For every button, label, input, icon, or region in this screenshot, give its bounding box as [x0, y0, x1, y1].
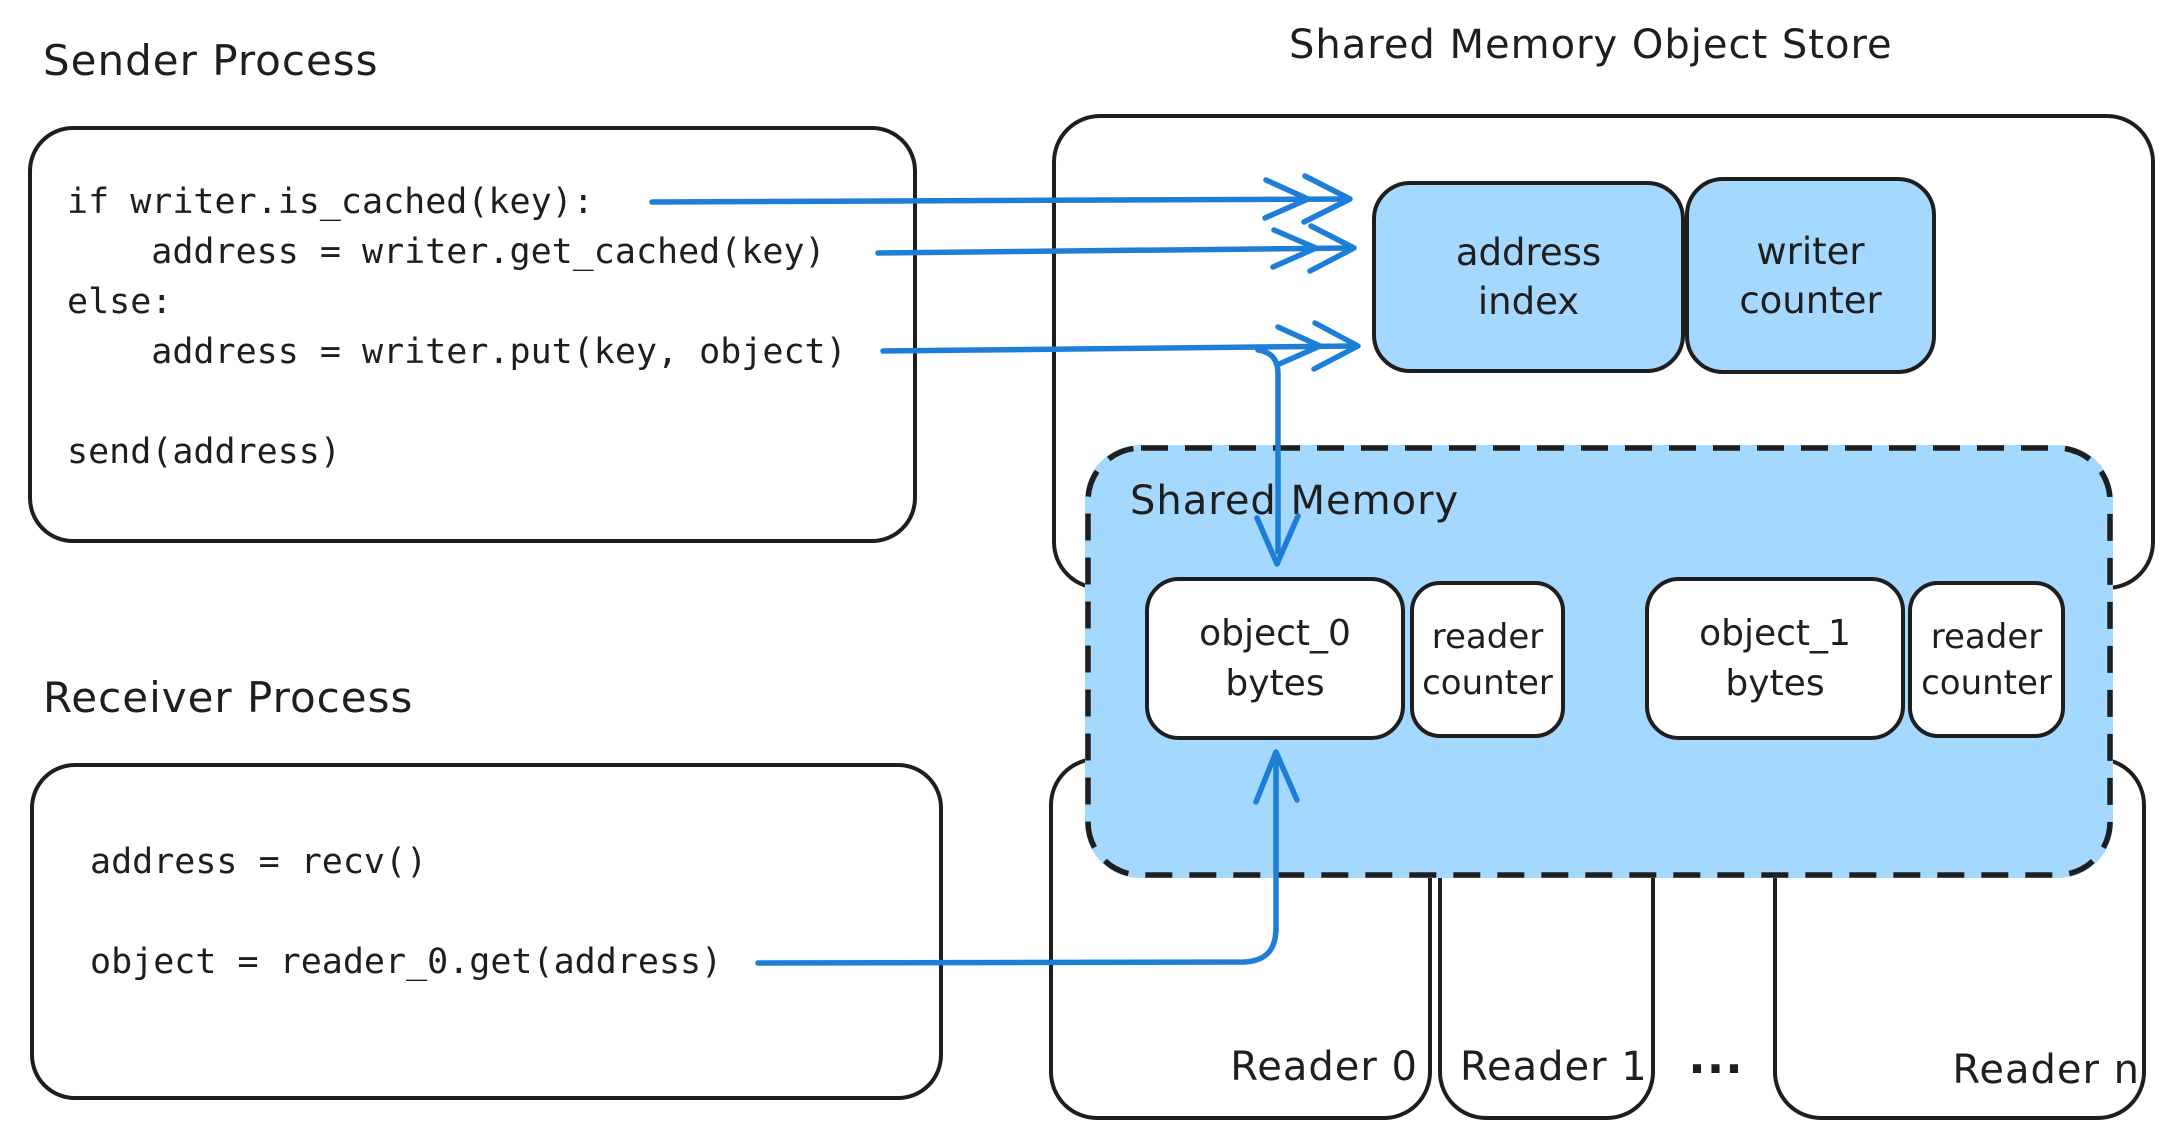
- reader-1-label: Reader 1: [1460, 1044, 1648, 1090]
- writer-counter-cell: writer counter: [1685, 177, 1936, 374]
- store-title: Shared Memory Object Store: [1289, 22, 1893, 68]
- sender-process-box: [28, 126, 917, 543]
- reader-counter-0-cell: reader counter: [1410, 581, 1565, 738]
- object-0-bytes-cell: object_0 bytes: [1145, 577, 1405, 740]
- shared-memory-label: Shared Memory: [1130, 478, 1460, 524]
- sender-code: if writer.is_cached(key): address = writ…: [67, 182, 847, 472]
- reader-counter-1-cell: reader counter: [1908, 581, 2065, 738]
- receiver-code: address = recv() object = reader_0.get(a…: [90, 842, 723, 982]
- shared-memory-dashed-border: [1085, 445, 2113, 878]
- receiver-process-label: Receiver Process: [43, 673, 414, 722]
- reader-0-label: Reader 0: [1230, 1044, 1418, 1090]
- reader-n-label: Reader n: [1952, 1047, 2140, 1093]
- address-index-cell: address index: [1372, 181, 1685, 373]
- object-1-bytes-cell: object_1 bytes: [1645, 577, 1905, 740]
- readers-ellipsis: ...: [1688, 1030, 1744, 1084]
- sender-process-label: Sender Process: [43, 36, 379, 85]
